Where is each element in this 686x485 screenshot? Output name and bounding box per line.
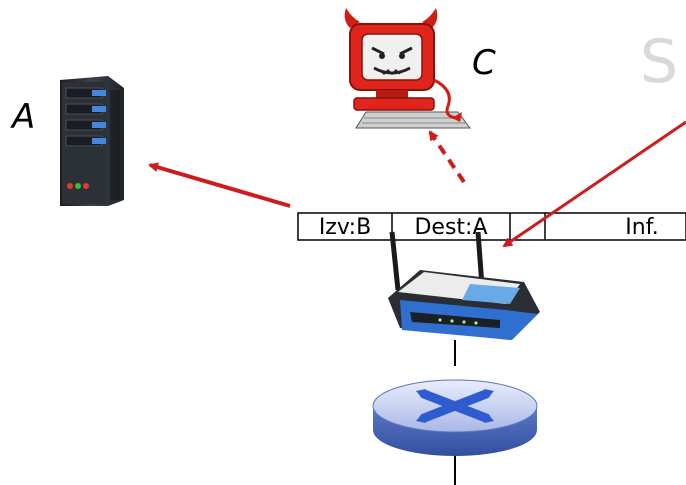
arrow-to-host-c-dashed <box>428 130 466 184</box>
arrow-to-host-a <box>148 162 291 208</box>
devil-computer-icon <box>344 8 471 129</box>
packet-box <box>297 212 686 241</box>
wireless-router-icon <box>388 231 540 340</box>
packet-source-field: Izv:B <box>319 215 371 240</box>
packet-payload-field: Inf. <box>625 215 659 240</box>
packet-header: Izv:B Dest:A Inf. <box>297 212 686 241</box>
router-icon <box>372 379 538 456</box>
server-icon <box>60 76 124 206</box>
packet-destination-field: Dest:A <box>414 215 487 240</box>
host-a-label: A <box>10 97 35 137</box>
host-c-label: C <box>472 43 496 83</box>
watermark-letter: S <box>640 27 678 97</box>
arrow-from-incoming <box>502 120 686 248</box>
